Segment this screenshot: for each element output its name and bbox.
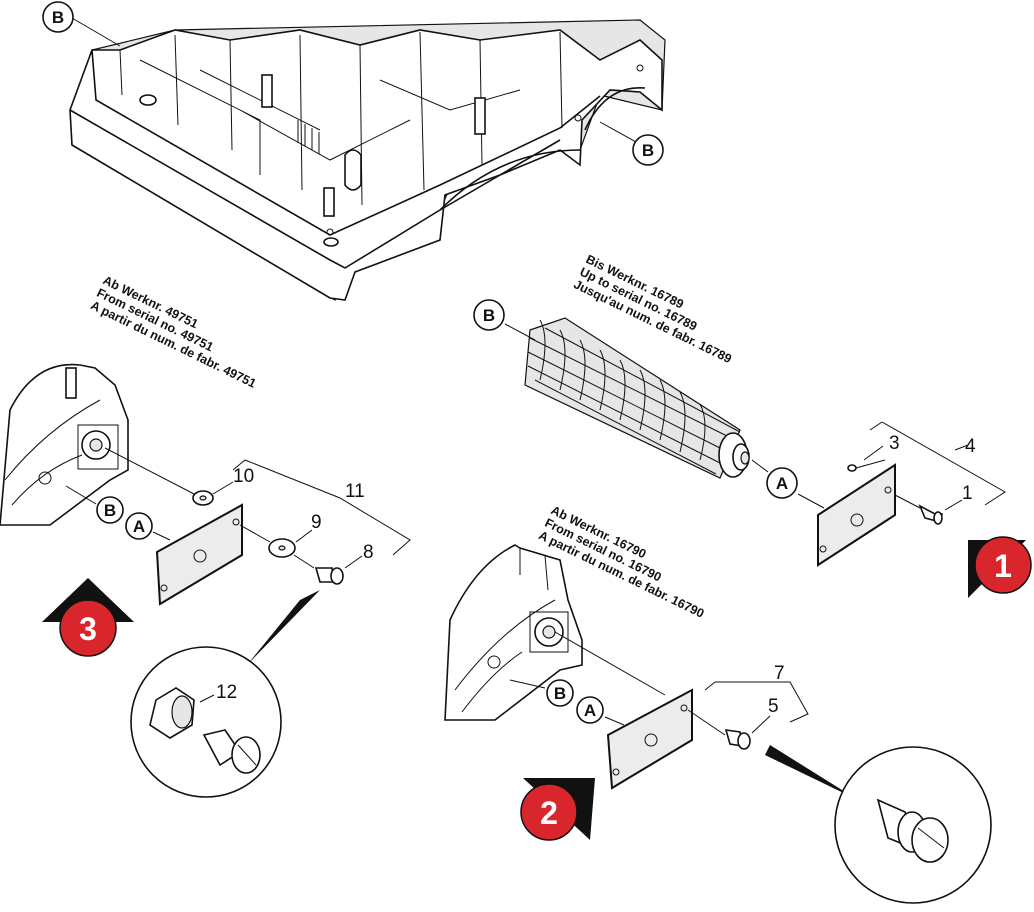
callout-b-housing-right: B [599, 121, 664, 166]
washer-part-9 [239, 524, 313, 558]
svg-text:A: A [776, 474, 788, 493]
part-number-11: 11 [345, 481, 365, 502]
step-badge-1: 1 [968, 536, 1032, 598]
part-number-12: 12 [216, 682, 237, 703]
bracket-part-11 [232, 459, 411, 556]
svg-text:A: A [133, 517, 145, 536]
svg-text:1: 1 [994, 548, 1012, 584]
svg-text:B: B [483, 306, 495, 325]
svg-text:B: B [52, 8, 64, 27]
cover-plate-step3 [155, 503, 243, 606]
brush-roller [524, 317, 750, 479]
callout-b-brush: B [473, 299, 536, 341]
part-number-10: 10 [233, 466, 254, 487]
step-badge-2: 2 [520, 778, 595, 841]
detail-zoom-step3 [130, 590, 320, 798]
part-number-5: 5 [768, 696, 779, 717]
part-number-4: 4 [965, 436, 976, 457]
machine-housing [69, 19, 666, 301]
callout-a-step3: A [125, 512, 171, 541]
leader-step2-frame [554, 631, 666, 696]
svg-text:B: B [104, 501, 116, 520]
leader-step3-frame [104, 447, 199, 497]
washer-part-10 [192, 481, 234, 506]
side-frame-step2 [444, 544, 583, 721]
side-frame-step3 [0, 363, 129, 526]
part-number-9: 9 [311, 512, 322, 533]
callout-b-housing-top: B [42, 1, 121, 47]
fastener-part-5 [687, 709, 771, 750]
callout-b-step2: B [509, 679, 574, 707]
fastener-part-8 [293, 554, 363, 585]
callout-a-brush: A [751, 459, 825, 509]
callout-a-step2: A [576, 696, 625, 726]
cover-plate-step1 [817, 463, 896, 567]
callout-b-step3: B [65, 485, 124, 524]
part-number-3: 3 [889, 433, 900, 454]
detail-zoom-step2 [765, 745, 992, 904]
cover-plate-step2 [606, 688, 693, 790]
part-number-1: 1 [962, 483, 973, 504]
step-badge-3: 3 [42, 578, 134, 657]
svg-text:2: 2 [540, 795, 558, 831]
bracket-part-7 [704, 681, 809, 723]
svg-text:B: B [554, 684, 566, 703]
pin-part-3 [847, 445, 886, 472]
part-number-8: 8 [363, 542, 374, 563]
svg-text:B: B [642, 141, 654, 160]
part-number-7: 7 [774, 663, 785, 684]
serial-note-from-49751: Ab Werknr. 49751 From serial no. 49751 A… [88, 273, 258, 391]
bracket-part-4 [869, 421, 1006, 506]
svg-text:A: A [584, 701, 596, 720]
screw-part-1 [894, 494, 963, 525]
svg-text:3: 3 [79, 611, 97, 647]
